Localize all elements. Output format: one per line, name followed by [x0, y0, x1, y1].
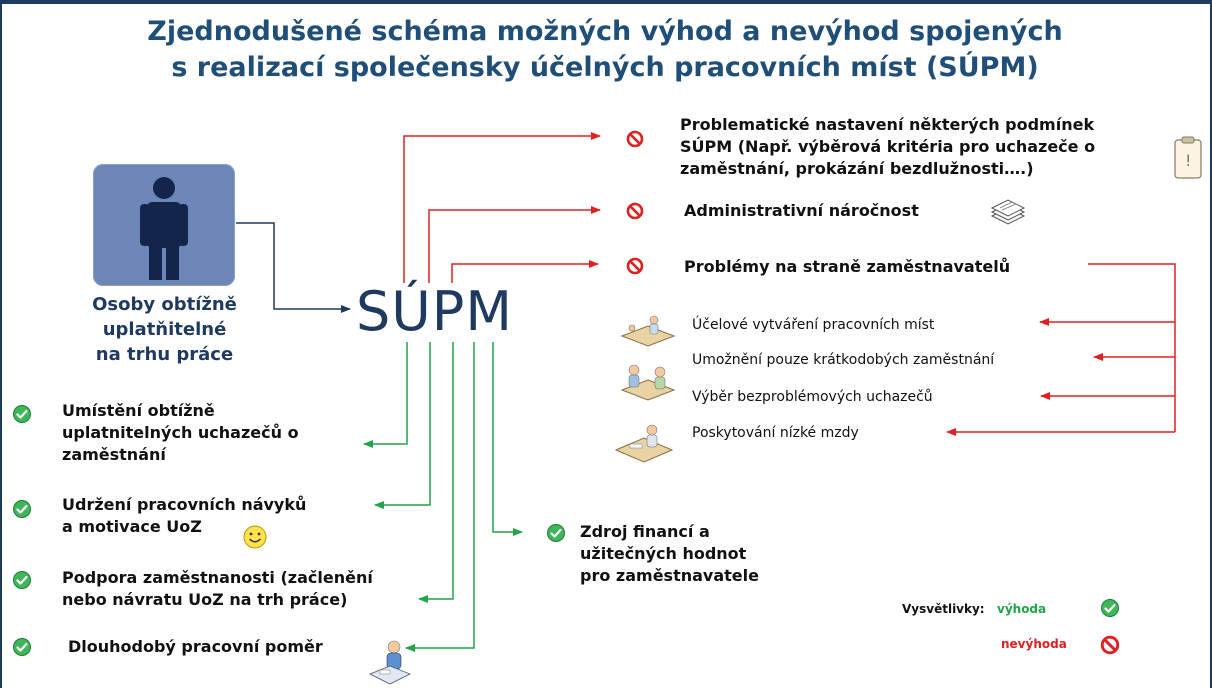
check-icon [13, 500, 31, 518]
person-label-line-2: uplatňitelné [102, 319, 227, 340]
check-icon [13, 571, 31, 589]
person-box [93, 164, 235, 286]
disadvantage-1-text: Problematické nastavení některých podmín… [680, 114, 1180, 180]
advantage-5-text: Zdroj financí a užitečných hodnot pro za… [580, 521, 759, 587]
arrow-advantage-4 [405, 342, 475, 652]
frame-border-top [0, 0, 1212, 4]
employer-problem-3: Výběr bezproblémových uchazečů [692, 389, 933, 405]
advantage-1-line-3: zaměstnání [62, 445, 166, 464]
advantage-5-line-1: Zdroj financí a [580, 522, 710, 541]
arrow-advantage-5 [492, 342, 523, 536]
advantage-2-line-1: Udržení pracovních návyků [62, 495, 307, 514]
smiley-icon [243, 525, 267, 549]
advantage-3-line-2: nebo návratu UoZ na trh práce) [62, 590, 348, 609]
arrow-advantage-2 [374, 342, 431, 509]
arrow-disadvantage-1 [403, 132, 601, 283]
advantage-1-line-1: Umístění obtížně [62, 401, 215, 420]
employer-problem-2: Umožnění pouze krátkodobých zaměstnání [692, 352, 995, 368]
advantage-2-line-2: a motivace UoZ [62, 517, 202, 536]
arrow-person-to-supm [236, 222, 351, 313]
two-people-meeting-icon [620, 364, 676, 401]
person-label-line-3: na trhu práce [95, 344, 234, 365]
advantage-1-text: Umístění obtížně uplatnitelných uchazečů… [62, 400, 299, 466]
desk-worker-icon [614, 424, 674, 463]
clipboard-icon: ! [1174, 136, 1202, 179]
disadvantage-1-line-3: zaměstnání, prokázání bezdlužnosti….) [680, 159, 1034, 178]
supm-center-label: SÚPM [356, 280, 513, 343]
advantage-3-line-1: Podpora zaměstnanosti (začlenění [62, 568, 373, 587]
disadvantage-1-line-1: Problematické nastavení některých podmín… [680, 115, 1095, 134]
legend-no-sign-icon [1100, 635, 1120, 655]
legend-prefix: Vysvětlivky: [902, 602, 985, 616]
no-sign-icon [626, 202, 644, 220]
paper-stack-icon [990, 199, 1026, 225]
worker-at-desk-icon [369, 640, 411, 685]
check-icon [13, 405, 31, 423]
diagram-title: Zjednodušené schéma možných výhod a nevý… [60, 14, 1150, 86]
arrow-employer-bracket [1088, 263, 1176, 432]
advantage-3-text: Podpora zaměstnanosti (začlenění nebo ná… [62, 567, 373, 611]
advantage-2-text: Udržení pracovních návyků a motivace UoZ [62, 494, 306, 538]
advantage-4-text: Dlouhodobý pracovní poměr [68, 637, 323, 656]
frame-border-left [0, 0, 2, 688]
advantage-5-line-3: pro zaměstnavatele [580, 566, 759, 585]
frame-border-right [1210, 0, 1212, 688]
employer-problem-4: Poskytování nízké mzdy [692, 425, 859, 441]
svg-text:!: ! [1185, 151, 1191, 170]
title-line-2: s realizací společensky účelných pracovn… [171, 52, 1039, 83]
arrow-disadvantage-2 [428, 206, 601, 283]
legend-disadvantage-label: nevýhoda [1001, 637, 1067, 651]
employer-problem-1: Účelové vytváření pracovních míst [692, 317, 935, 333]
check-icon [13, 638, 31, 656]
no-sign-icon [626, 257, 644, 275]
arrow-disadvantage-3 [451, 260, 599, 283]
person-icon [140, 177, 188, 280]
arrow-advantage-3 [418, 342, 454, 603]
title-line-1: Zjednodušené schéma možných výhod a nevý… [147, 16, 1063, 47]
advantage-5-line-2: užitečných hodnot [580, 544, 747, 563]
disadvantage-1-line-2: SÚPM (Např. výběrová kritéria pro uchaze… [680, 137, 1096, 156]
check-icon [547, 524, 565, 542]
person-label: Osoby obtížně uplatňitelné na trhu práce [62, 292, 267, 367]
advantage-1-line-2: uplatnitelných uchazečů o [62, 423, 299, 442]
person-label-line-1: Osoby obtížně [92, 294, 237, 315]
legend-advantage-label: výhoda [997, 602, 1047, 616]
meeting-icon [620, 315, 676, 347]
disadvantage-2-text: Administrativní náročnost [684, 201, 919, 220]
disadvantage-3-text: Problémy na straně zaměstnavatelů [684, 257, 1011, 276]
legend-check-icon [1101, 599, 1119, 617]
no-sign-icon [626, 130, 644, 148]
arrow-advantage-1 [363, 342, 408, 448]
